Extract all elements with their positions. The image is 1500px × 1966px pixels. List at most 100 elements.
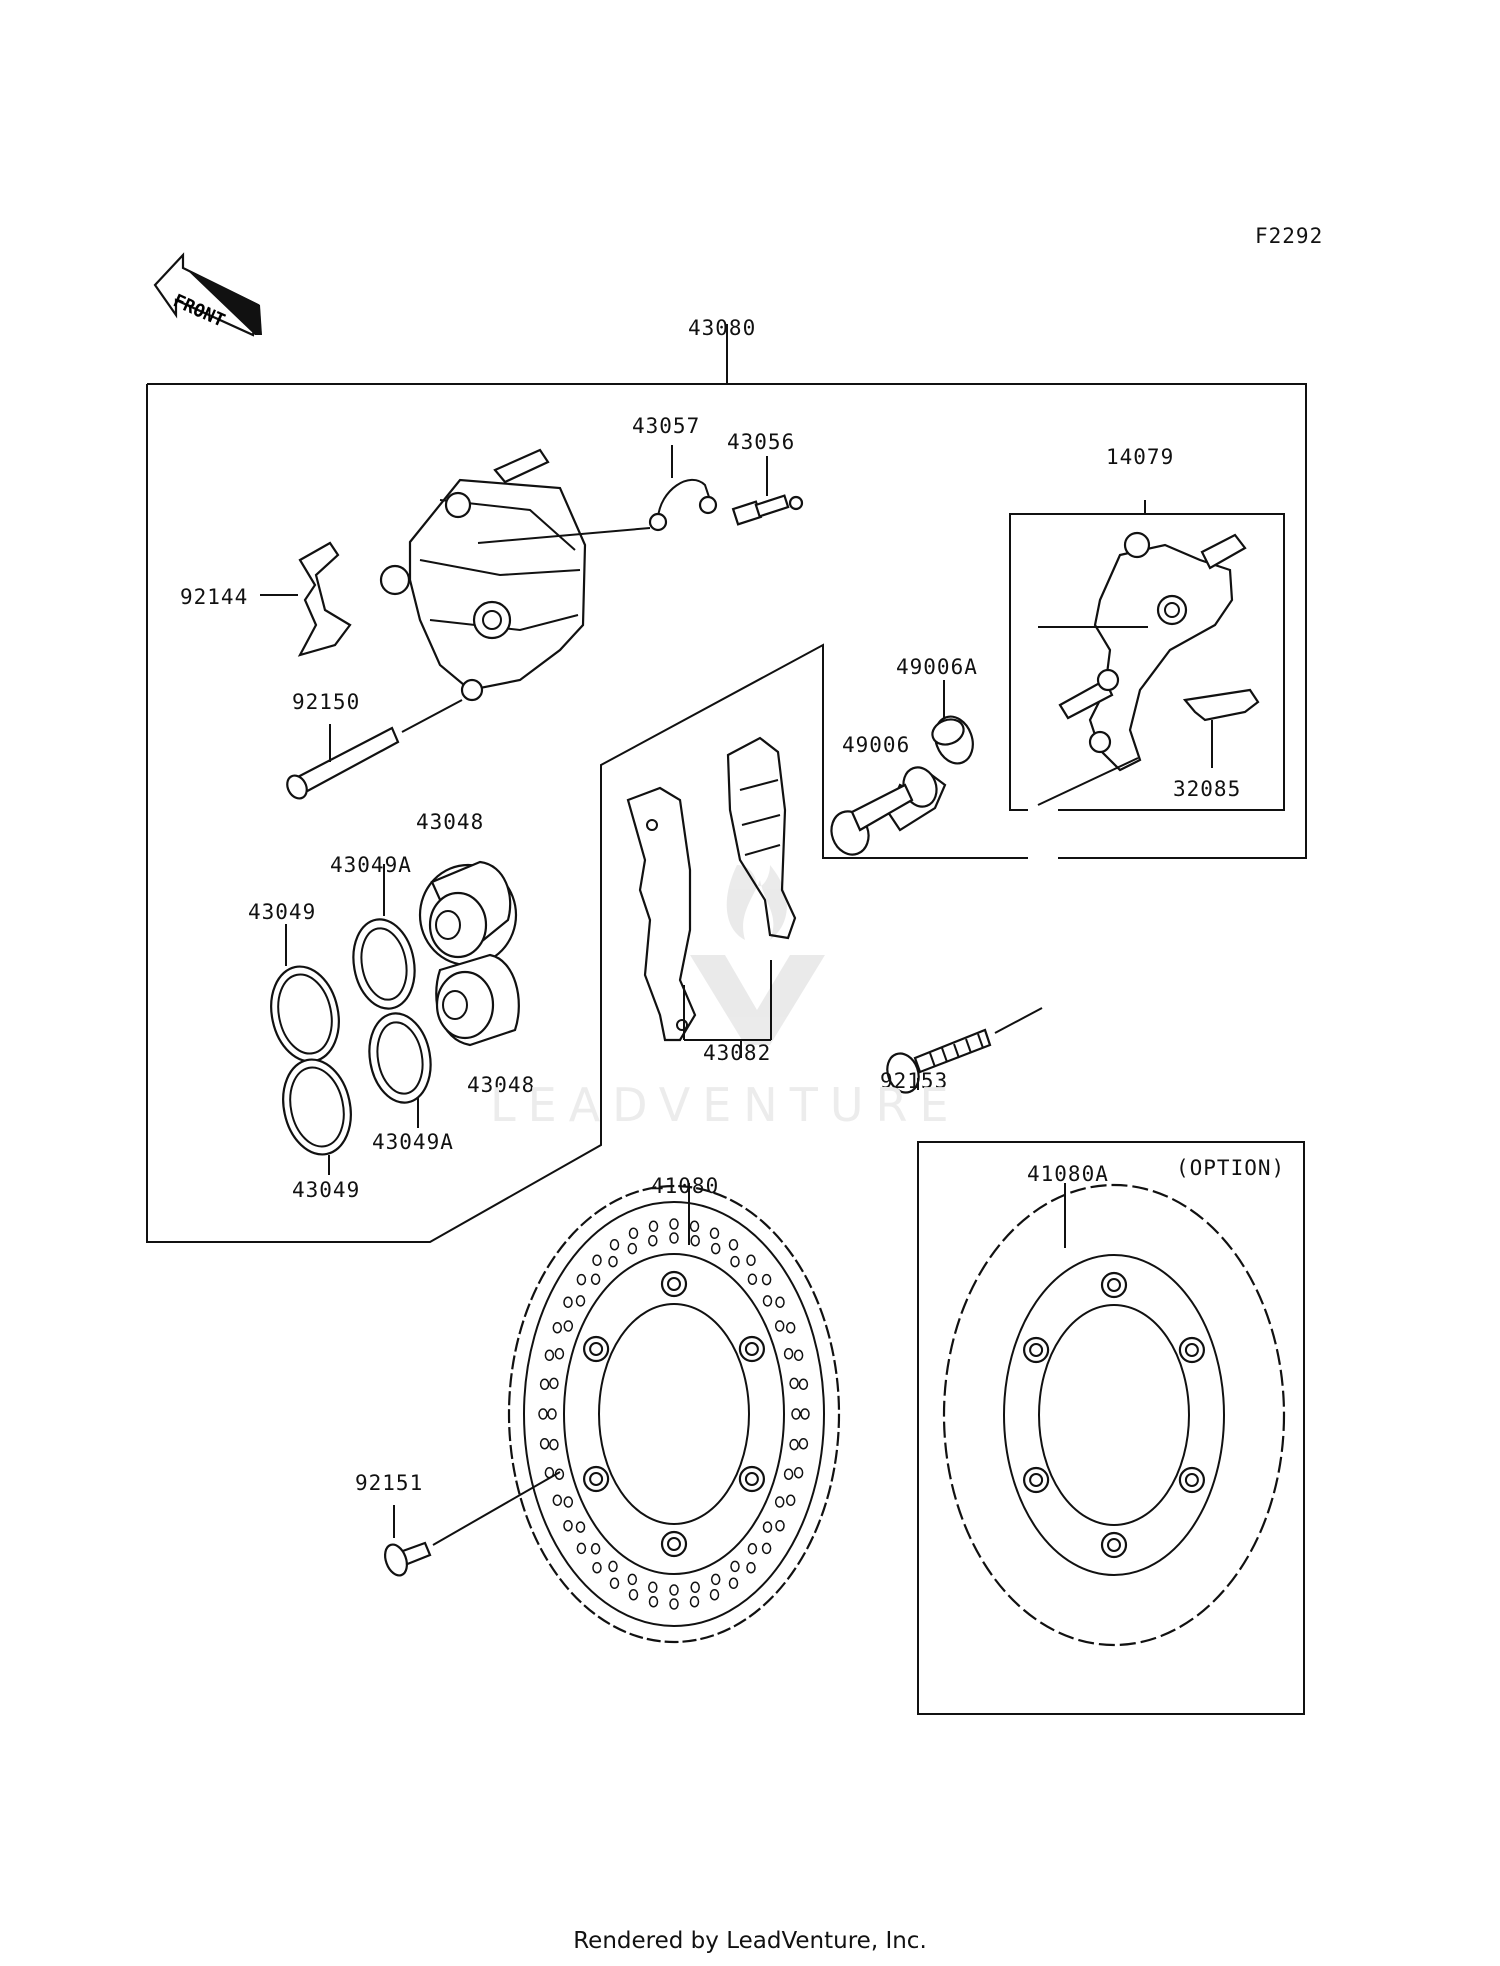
disc-perforation	[544, 1349, 555, 1362]
disc-perforation	[783, 1468, 794, 1480]
disc-perforation	[563, 1496, 574, 1508]
seal-43049A-top	[352, 864, 416, 1010]
disc-perforation	[791, 1408, 801, 1420]
label-92144: 92144	[180, 585, 249, 609]
disc-perforation	[793, 1349, 804, 1362]
disc-perforation	[628, 1227, 639, 1240]
disc-perforation	[576, 1542, 587, 1555]
disc-perforation	[761, 1542, 772, 1555]
disc-perforation	[761, 1273, 772, 1286]
label-92150: 92150	[292, 690, 361, 714]
label-43049-bottom: 43049	[292, 1178, 361, 1202]
option-box-41080A	[917, 1141, 1305, 1715]
disc-bolt-hole-inner	[1029, 1343, 1044, 1357]
label-option: (OPTION)	[1176, 1156, 1286, 1180]
disc-perforation	[798, 1378, 809, 1391]
disc-perforation	[669, 1218, 679, 1230]
disc-perforation	[774, 1496, 785, 1508]
disc-perforation	[628, 1588, 639, 1601]
disc-bolt-hole-inner	[1029, 1473, 1044, 1487]
label-49006: 49006	[842, 733, 911, 757]
disc-perforation	[669, 1232, 679, 1244]
label-43082: 43082	[703, 1041, 772, 1065]
disc-perforation	[746, 1254, 756, 1267]
disc-perforation	[746, 1561, 756, 1574]
bolt-49006	[830, 766, 947, 856]
bracket-box-14079	[1009, 500, 1285, 811]
disc-perforation	[609, 1238, 620, 1251]
disc-perforation	[575, 1295, 586, 1307]
disc-perforation	[774, 1320, 785, 1332]
disc-perforation	[775, 1296, 785, 1309]
disc-perforation	[785, 1321, 796, 1334]
caliper-body	[379, 448, 587, 702]
hose-clip-43057	[477, 445, 718, 544]
bushing-49006A	[931, 680, 974, 765]
seal-43049A-bottom	[368, 1012, 432, 1128]
brake-disc-41080A	[942, 1183, 1286, 1647]
label-43049A-top: 43049A	[330, 853, 412, 877]
disc-bolt-hole-inner	[744, 1472, 759, 1486]
disc-perforation	[709, 1588, 720, 1601]
spring-plate-92144	[260, 541, 352, 657]
caliper-bracket-14079	[1037, 531, 1247, 806]
diagram-code: F2292	[1255, 224, 1324, 248]
disc-perforation	[728, 1577, 739, 1590]
disc-bolt-hole	[1178, 1466, 1206, 1494]
disc-perforation	[608, 1560, 618, 1573]
label-32085: 32085	[1173, 777, 1242, 801]
disc-bolt-hole-inner	[667, 1537, 681, 1551]
disc-perforation	[539, 1437, 550, 1450]
disc-bolt-hole-inner	[1107, 1278, 1121, 1292]
disc-perforation	[775, 1519, 785, 1532]
label-43049-top: 43049	[248, 900, 317, 924]
label-41080A: 41080A	[1027, 1162, 1109, 1186]
disc-bolt-hole	[660, 1530, 688, 1558]
disc-bolt-hole	[1022, 1336, 1050, 1364]
disc-perforation	[547, 1408, 557, 1420]
footer-credit: Rendered by LeadVenture, Inc.	[573, 1928, 927, 1954]
disc-perforation	[552, 1494, 563, 1507]
label-43048-bottom: 43048	[467, 1073, 536, 1097]
disc-perforation	[747, 1273, 758, 1285]
label-43056: 43056	[727, 430, 796, 454]
screw-92151	[384, 1471, 561, 1577]
watermark-text: LEADVENTURE	[490, 1078, 961, 1132]
disc-bolt-hole-inner	[744, 1342, 759, 1356]
disc-perforation	[783, 1348, 794, 1360]
disc-perforation	[590, 1543, 601, 1555]
label-92153: 92153	[880, 1069, 949, 1093]
disc-perforation	[762, 1295, 773, 1307]
label-43049A-bottom: 43049A	[372, 1130, 454, 1154]
disc-bolt-hole-inner	[1184, 1473, 1199, 1487]
disc-perforation	[539, 1378, 550, 1391]
disc-bolt-hole	[1178, 1336, 1206, 1364]
assembly-box-43080	[146, 324, 1307, 1243]
brake-disc-41080	[507, 1183, 841, 1644]
disc-perforation	[608, 1255, 618, 1268]
label-92151: 92151	[355, 1471, 424, 1495]
label-43080: 43080	[688, 316, 757, 340]
disc-perforation	[575, 1521, 586, 1533]
disc-bolt-hole	[582, 1465, 610, 1493]
caliper-pin-92150	[286, 699, 463, 800]
seal-43049-top	[270, 924, 340, 1063]
disc-perforation	[789, 1438, 799, 1451]
label-14079: 14079	[1106, 445, 1175, 469]
watermark-logo	[690, 865, 825, 1045]
disc-bolt-hole-inner	[589, 1342, 604, 1356]
disc-perforation	[648, 1581, 658, 1594]
disc-perforation	[538, 1408, 548, 1420]
label-43057: 43057	[632, 414, 701, 438]
disc-bolt-hole-inner	[589, 1472, 604, 1486]
disc-perforation	[627, 1573, 638, 1586]
disc-bolt-hole	[1022, 1466, 1050, 1494]
disc-perforation	[592, 1254, 602, 1267]
disc-perforation	[669, 1584, 679, 1596]
disc-perforation	[762, 1521, 773, 1533]
label-43048-top: 43048	[416, 810, 485, 834]
disc-bolt-hole	[1100, 1271, 1128, 1299]
disc-perforation	[798, 1437, 809, 1450]
